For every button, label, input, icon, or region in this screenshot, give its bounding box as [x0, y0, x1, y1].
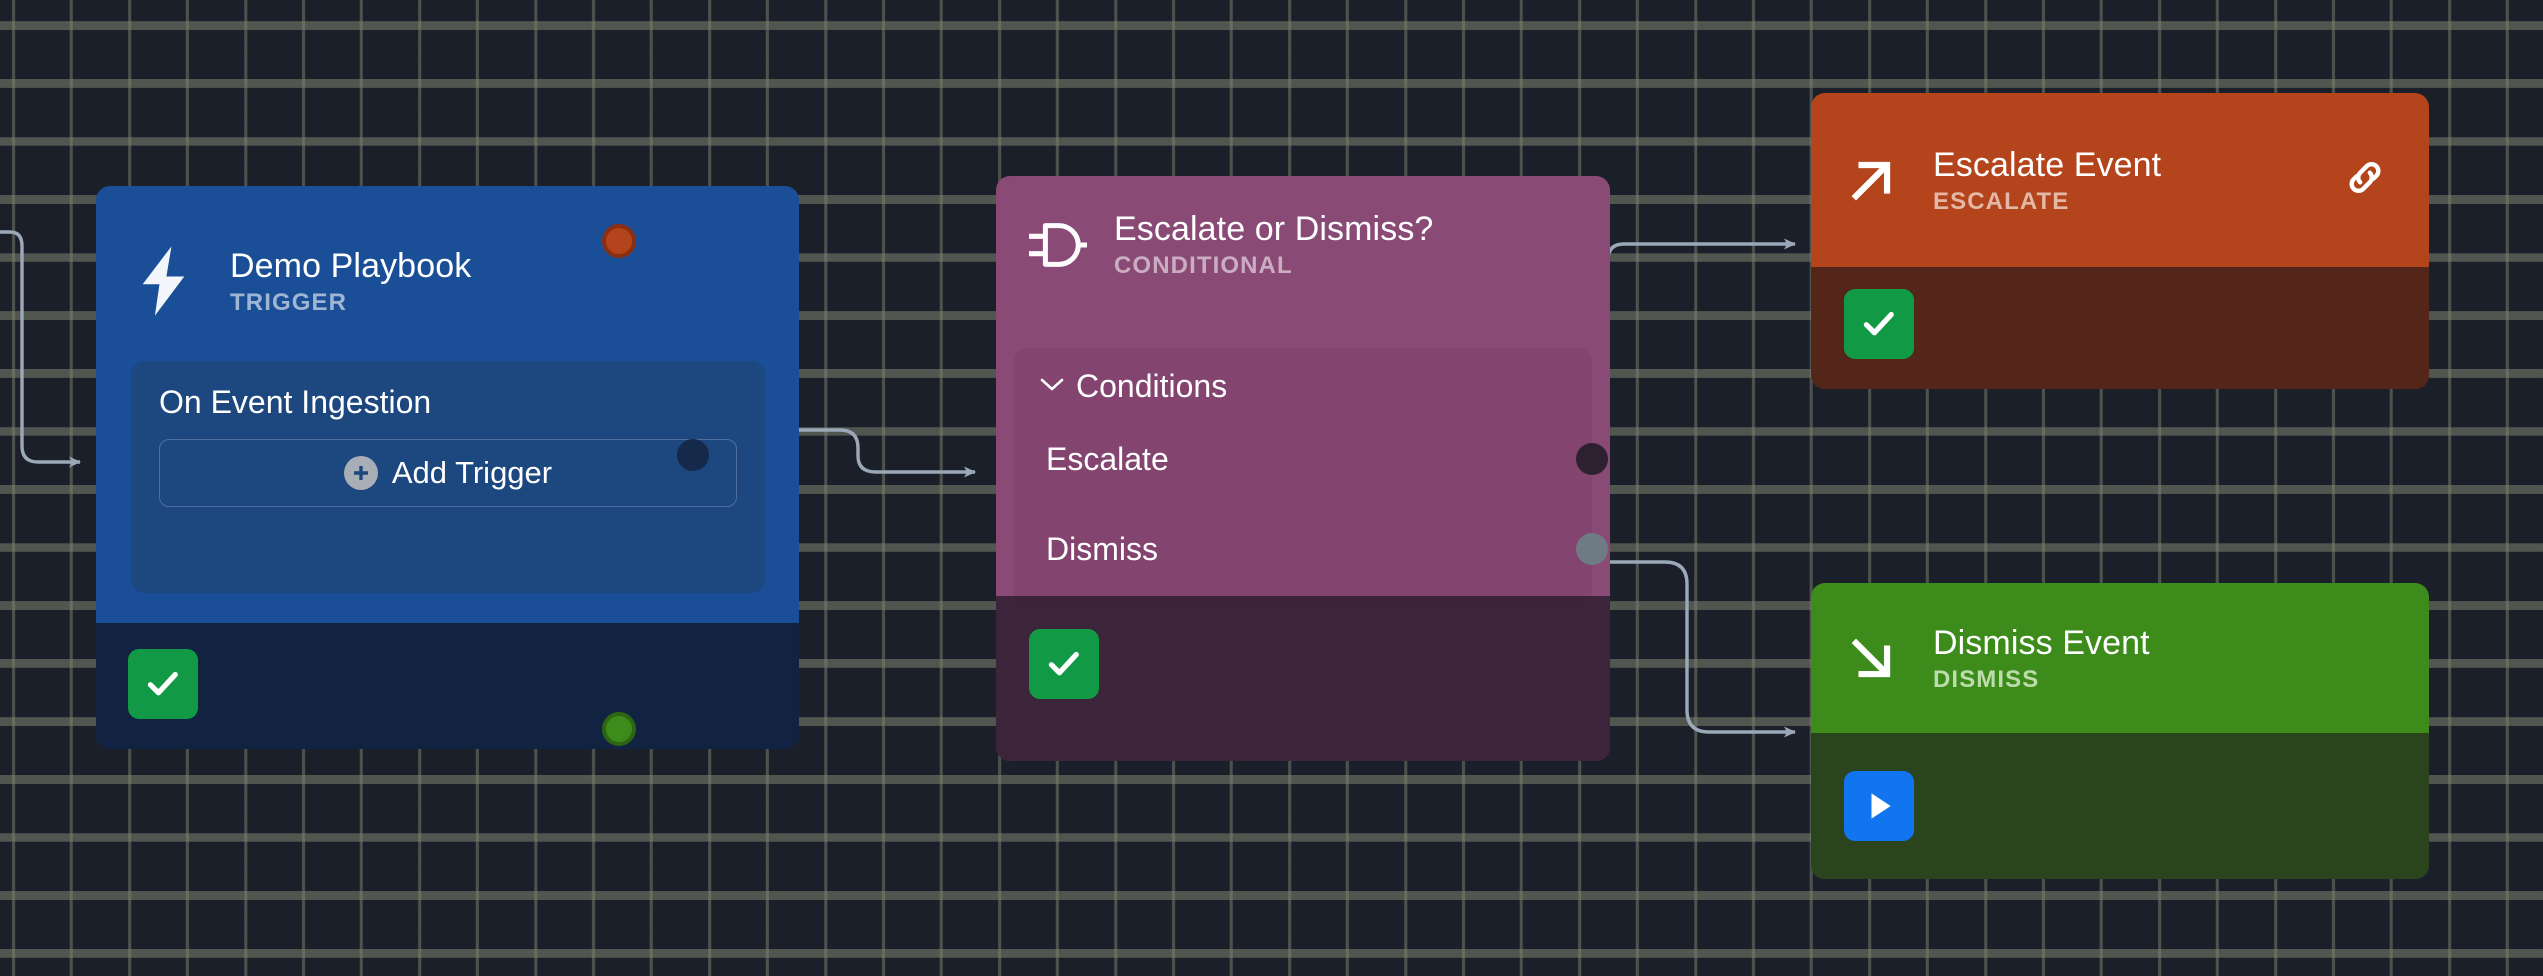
- conditions-panel[interactable]: Conditions Escalate Dismiss: [1014, 348, 1608, 604]
- conditional-subtitle: CONDITIONAL: [1114, 252, 1293, 279]
- conditional-footer: [996, 596, 1610, 761]
- plus-circle-icon: [343, 456, 378, 490]
- arrow-down-right-icon: [1841, 628, 1901, 688]
- conditional-status-badge[interactable]: [1029, 629, 1099, 699]
- conditions-label: Conditions: [1076, 368, 1228, 404]
- check-icon: [147, 671, 178, 696]
- trigger-inner-panel[interactable]: On Event Ingestion Add Trigger: [131, 361, 765, 593]
- condition-row-escalate[interactable]: Escalate: [1014, 428, 1608, 490]
- play-icon: [1871, 793, 1891, 819]
- escalate-header[interactable]: Escalate Event ESCALATE: [1811, 93, 2429, 267]
- trigger-output-handle[interactable]: [677, 439, 709, 471]
- check-icon: [1863, 311, 1894, 336]
- node-dismiss-event[interactable]: Dismiss Event DISMISS: [1811, 583, 2429, 879]
- trigger-header[interactable]: Demo Playbook TRIGGER: [96, 186, 799, 376]
- condition-row-dismiss[interactable]: Dismiss: [1014, 518, 1608, 580]
- escalate-footer: [1811, 267, 2429, 389]
- condition-handle-escalate[interactable]: [1576, 443, 1608, 475]
- escalate-output-handle[interactable]: [602, 224, 636, 258]
- check-icon: [1048, 651, 1079, 676]
- dismiss-status-badge[interactable]: [1844, 771, 1914, 841]
- arrow-up-right-icon: [1841, 150, 1901, 210]
- trigger-event-label: On Event Ingestion: [159, 384, 432, 420]
- escalate-title: Escalate Event: [1933, 145, 2162, 184]
- escalate-status-badge[interactable]: [1844, 289, 1914, 359]
- trigger-title: Demo Playbook: [230, 246, 472, 285]
- trigger-footer: [96, 623, 799, 749]
- dismiss-header[interactable]: Dismiss Event DISMISS: [1811, 583, 2429, 733]
- link-icon[interactable]: [2341, 154, 2389, 207]
- trigger-subtitle: TRIGGER: [230, 288, 348, 316]
- escalate-subtitle: ESCALATE: [1933, 187, 2070, 215]
- chevron-down-icon[interactable]: [1040, 376, 1064, 397]
- condition-handle-dismiss[interactable]: [1576, 533, 1608, 565]
- node-trigger[interactable]: Demo Playbook TRIGGER On Event Ingestion…: [96, 186, 799, 749]
- add-trigger-label: Add Trigger: [391, 455, 553, 490]
- conditional-header[interactable]: Escalate or Dismiss? CONDITIONAL: [996, 176, 1610, 313]
- dismiss-subtitle: DISMISS: [1933, 665, 2040, 693]
- condition-label-dismiss: Dismiss: [1046, 531, 1158, 567]
- conditional-title: Escalate or Dismiss?: [1114, 210, 1434, 248]
- node-conditional[interactable]: Escalate or Dismiss? CONDITIONAL Conditi…: [996, 176, 1610, 761]
- dismiss-footer: [1811, 733, 2429, 879]
- edge-incoming-to-trigger: [0, 230, 81, 468]
- dismiss-output-handle[interactable]: [602, 712, 636, 746]
- lightning-bolt-icon: [132, 242, 196, 320]
- dismiss-title: Dismiss Event: [1933, 623, 2150, 662]
- node-escalate-event[interactable]: Escalate Event ESCALATE: [1811, 93, 2429, 389]
- trigger-status-badge[interactable]: [128, 649, 198, 719]
- conditions-toggle[interactable]: Conditions: [1014, 368, 1592, 404]
- add-trigger-button[interactable]: Add Trigger: [159, 439, 737, 507]
- logic-gate-icon: [1026, 216, 1088, 274]
- condition-label-escalate: Escalate: [1046, 441, 1169, 477]
